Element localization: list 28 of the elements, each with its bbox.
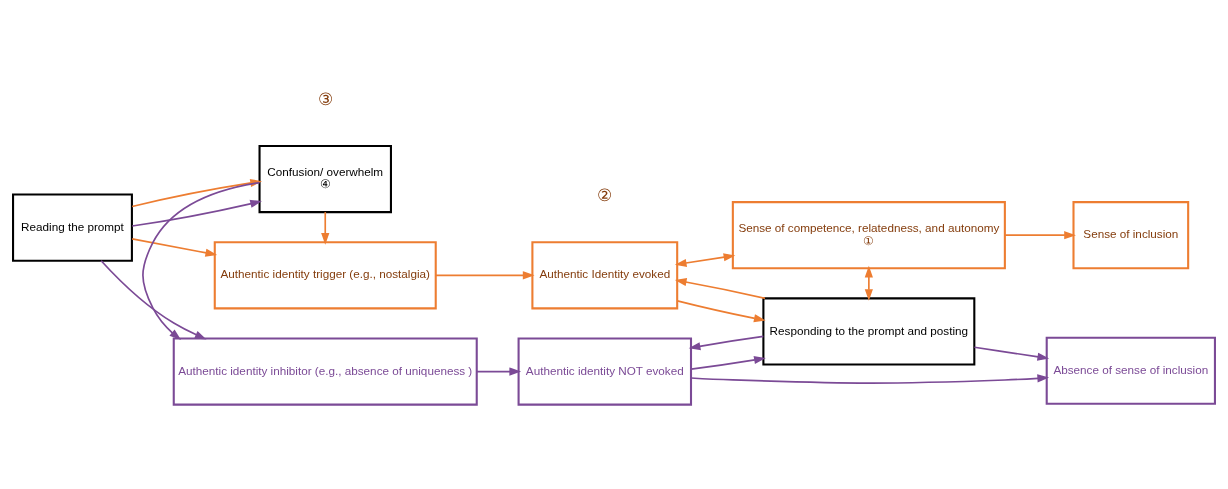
arrow bbox=[131, 237, 218, 257]
node-box: Reading the prompt bbox=[12, 193, 133, 262]
node-box: Authentic identity NOT evoked bbox=[517, 337, 693, 406]
node-box: Sense of inclusion bbox=[1072, 200, 1190, 269]
arrow bbox=[864, 265, 873, 301]
arrow bbox=[475, 367, 522, 376]
arrow bbox=[690, 373, 1050, 384]
node-box: Authentic identity inhibitor (e.g., absence of uniqueness ) bbox=[172, 337, 478, 406]
arrow bbox=[674, 252, 736, 267]
label: ② bbox=[597, 185, 613, 205]
node-box: Authentic identity trigger (e.g., nostalgia) bbox=[213, 240, 437, 309]
arrow bbox=[435, 270, 535, 279]
arrow bbox=[676, 299, 766, 322]
node-box: Confusion/ overwhelm ④ bbox=[258, 144, 392, 213]
arrow bbox=[321, 210, 330, 245]
node-box: Absence of sense of inclusion bbox=[1045, 336, 1216, 405]
label: ③ bbox=[317, 89, 333, 109]
arrow bbox=[131, 199, 262, 227]
node-box: Responding to the prompt and posting bbox=[762, 296, 976, 366]
node-box: Authentic Identity evoked bbox=[531, 240, 679, 309]
arrow bbox=[100, 259, 207, 339]
arrow bbox=[142, 181, 261, 340]
arrow bbox=[674, 277, 766, 299]
arrow bbox=[688, 335, 765, 350]
arrow bbox=[690, 355, 766, 370]
arrow bbox=[973, 345, 1050, 361]
arrow bbox=[1004, 230, 1076, 239]
node-box: Sense of competence, relatedness, and autonomy ① bbox=[731, 200, 1006, 269]
